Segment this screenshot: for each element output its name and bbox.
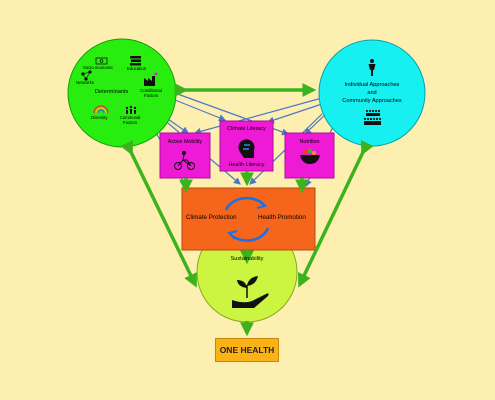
brain-icon xyxy=(238,139,255,158)
hand-plant-icon xyxy=(232,276,269,308)
label-communal-factors: Communal Factors xyxy=(119,115,141,125)
community-icon xyxy=(363,109,382,125)
nutrition-label: Nutrition xyxy=(299,139,320,145)
people-icon xyxy=(125,105,137,114)
factory-icon xyxy=(144,72,158,86)
active-mobility-label: Active Mobility xyxy=(167,139,203,145)
approaches-line-2: and xyxy=(367,90,377,96)
climate-protection-label: Climate Protection xyxy=(186,214,237,221)
money-icon xyxy=(95,57,108,65)
person-icon xyxy=(368,59,376,76)
label-networks: Networks xyxy=(76,80,94,85)
sustainability-label: Sustainability xyxy=(230,256,264,262)
health-promotion-label: Health Promotion xyxy=(258,214,306,221)
determinants-title: Determinants xyxy=(95,89,129,95)
rainbow-icon xyxy=(93,105,109,114)
fruit-bowl-icon xyxy=(300,148,320,164)
cycle-arrows-icon xyxy=(224,196,270,242)
books-icon xyxy=(130,56,141,66)
approaches-line-1: Individual Approaches xyxy=(344,82,400,88)
label-conditional-factors: Conditional Factors xyxy=(140,88,162,98)
health-literacy-label: Health Literacy xyxy=(228,162,265,168)
one-health-box: ONE HEALTH xyxy=(215,338,279,362)
bicycle-icon xyxy=(174,150,195,170)
label-diversity: Diversity xyxy=(91,115,108,120)
label-education: Education xyxy=(127,66,147,71)
climate-literacy-label: Climate Literacy xyxy=(227,126,266,132)
green-arrows xyxy=(120,83,374,337)
label-socio-economic: Socio economic xyxy=(83,65,114,70)
approaches-line-3: Community Approaches xyxy=(342,98,402,104)
network-icon xyxy=(81,70,92,81)
